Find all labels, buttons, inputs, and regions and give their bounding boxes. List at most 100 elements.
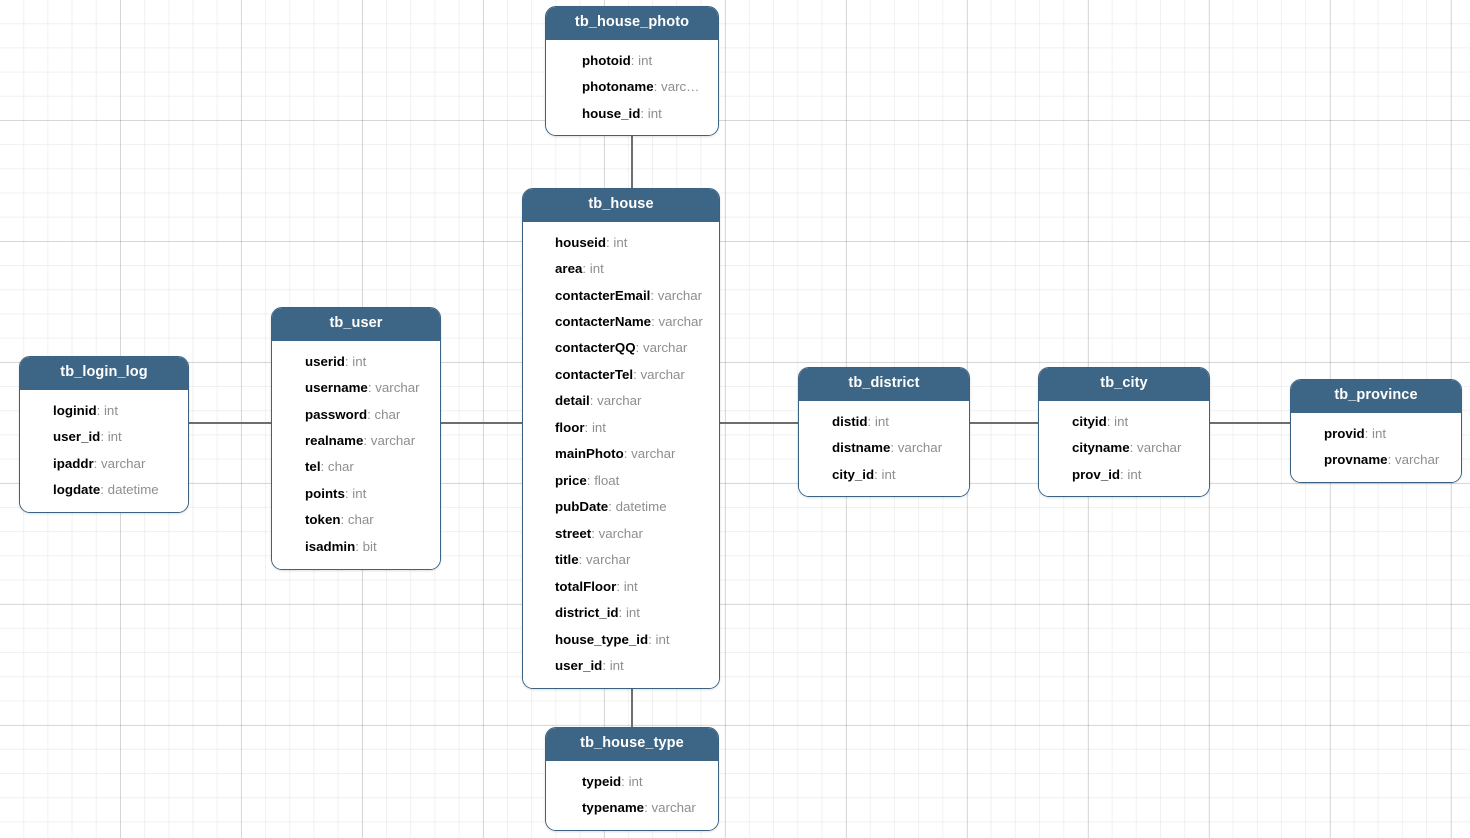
field-name: isadmin [305,538,356,554]
field-separator: : [340,512,348,528]
table-tb-house[interactable]: tb_house houseid: int area: int contacte… [522,188,720,690]
table-tb-city[interactable]: tb_city cityid: int cityname: varchar pr… [1038,367,1210,498]
table-fields: userid: int username: varchar password: … [272,340,440,569]
table-field: title: varchar [523,547,719,573]
field-type: varchar [597,393,642,409]
table-field: prov_id: int [1039,461,1209,487]
field-type: int [589,261,604,277]
field-type: varchar [586,552,631,568]
field-type: int [623,578,638,594]
table-field: totalFloor: int [523,573,719,599]
field-type: int [655,631,670,647]
table-field: house_type_id: int [523,626,719,652]
table-field: isadmin: bit [272,533,440,559]
field-type: int [352,353,367,369]
field-name: title [555,552,579,568]
field-type: int [609,658,624,674]
table-field: user_id: int [20,423,188,449]
table-tb-district[interactable]: tb_district distid: int distname: varcha… [798,367,970,498]
table-tb-province[interactable]: tb_province provid: int provname: varcha… [1290,379,1462,483]
field-type: char [347,512,374,528]
field-separator: : [616,578,624,594]
field-name: password [305,406,368,422]
table-field: contacterEmail: varchar [523,282,719,308]
field-type: datetime [615,499,667,515]
field-separator: : [623,446,632,462]
field-name: distname [832,440,891,456]
field-name: street [555,525,592,541]
table-field: distid: int [799,408,969,434]
table-tb-house-type[interactable]: tb_house_type typeid: int typename: varc… [545,727,719,831]
field-separator: : [591,525,599,541]
field-name: tel [305,459,321,475]
table-field: user_id: int [523,653,719,679]
field-type: int [625,605,640,621]
table-field: floor: int [523,414,719,440]
field-name: contacterEmail [555,287,651,303]
field-separator: : [363,432,371,448]
field-name: userid [305,353,345,369]
table-fields: distid: int distname: varchar city_id: i… [799,400,969,497]
field-name: loginid [53,402,97,418]
field-type: int [1114,413,1129,429]
table-field: price: float [523,467,719,493]
table-field: detail: varchar [523,388,719,414]
field-name: logdate [53,481,101,497]
field-separator: : [1129,440,1138,456]
table-tb-login-log[interactable]: tb_login_log loginid: int user_id: int i… [19,356,189,513]
table-field: house_id: int [546,100,718,126]
table-tb-user[interactable]: tb_user userid: int username: varchar pa… [271,307,441,570]
field-name: contacterQQ [555,340,636,356]
field-name: house_id [582,105,641,121]
field-name: photoid [582,52,631,68]
field-name: token [305,512,341,528]
field-name: city_id [832,466,875,482]
field-type: varchar [370,432,416,448]
table-tb-house-photo[interactable]: tb_house_photo photoid: int photoname: v… [545,6,719,137]
table-field: photoid: int [546,47,718,73]
table-field: area: int [523,255,719,281]
field-name: area [555,261,583,277]
field-name: ipaddr [53,455,94,471]
field-separator: : [874,466,882,482]
field-name: price [555,472,587,488]
field-type: int [1127,466,1142,482]
table-field: contacterTel: varchar [523,361,719,387]
field-name: user_id [53,429,101,445]
field-name: contacterName [555,313,652,329]
field-name: totalFloor [555,578,617,594]
field-name: distid [832,413,868,429]
table-field: password: char [272,401,440,427]
table-field: loginid: int [20,397,188,423]
field-name: typename [582,800,645,816]
table-field: street: varchar [523,520,719,546]
table-field: logdate: datetime [20,476,188,502]
field-type: char [327,459,354,475]
table-fields: provid: int provname: varchar [1291,412,1461,482]
field-type: datetime [107,481,159,497]
field-separator: : [650,287,658,303]
field-name: district_id [555,605,619,621]
table-field: token: char [272,507,440,533]
field-separator: : [582,261,590,277]
field-separator: : [355,538,363,554]
table-field: city_id: int [799,461,969,487]
field-name: username [305,380,368,396]
table-title: tb_house_type [546,728,718,761]
field-type: varchar [1394,452,1440,468]
field-name: mainPhoto [555,446,624,462]
table-title: tb_house_photo [546,7,718,40]
field-type: varchar [651,800,696,816]
field-separator: : [1387,452,1395,468]
field-type: int [628,773,643,789]
connector-city-province [1208,422,1292,424]
field-type: int [874,413,889,429]
table-fields: photoid: int photoname: varc… house_id: … [546,39,718,136]
field-type: int [107,429,122,445]
table-field: typeid: int [546,768,718,794]
table-field: realname: varchar [272,427,440,453]
connector-house_photo-house [631,130,633,190]
table-field: provname: varchar [1291,446,1461,472]
field-name: provid [1324,425,1365,441]
